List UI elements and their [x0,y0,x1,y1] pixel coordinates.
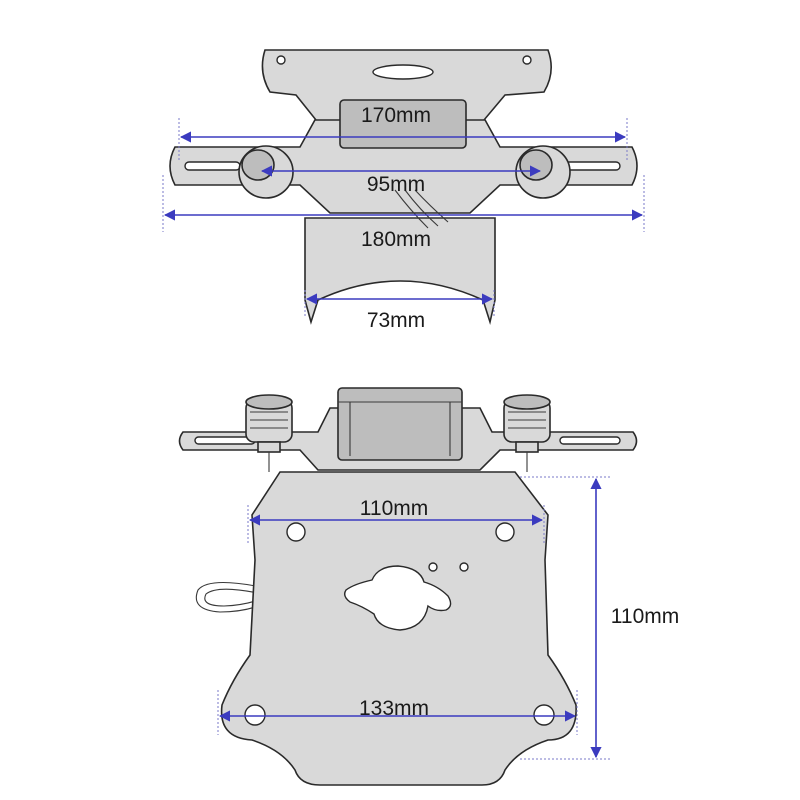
plate-hole-top-left [286,522,306,542]
arm-slot-right [559,436,621,445]
plate-hole-bottom-right [533,704,555,726]
top-view-knob-left [238,145,294,199]
light-housing-detail [338,401,462,456]
front-view-wire-loop [195,581,276,613]
top-view: 170mm 95mm 180mm 73mm [162,49,645,332]
dim-label-95: 95mm [367,173,425,196]
plate-center-cutout [343,565,452,631]
plate-small-hole [428,562,438,572]
dim-label-170: 170mm [361,104,431,127]
arm-slot-left [184,161,241,171]
flange-hole [522,55,532,65]
plate-small-hole [459,562,469,572]
front-view-light-housing [337,387,463,461]
top-view-top-flange [261,49,552,121]
dim-label-110-vertical: 110mm [611,605,679,628]
top-view-knob-right [515,145,571,199]
dim-label-73: 73mm [367,309,425,332]
plate-hole-bottom-left [244,704,266,726]
front-view: 110mm 110mm 133mm [178,387,679,786]
dim-label-180: 180mm [361,228,431,251]
arm-slot-right [564,161,621,171]
flange-center-slot [372,64,434,80]
dim-label-133: 133mm [359,697,429,720]
arm-slot-left [194,436,256,445]
front-view-knob-right [503,394,551,472]
dim-label-110-horizontal: 110mm [360,497,428,520]
front-view-knob-left [245,394,293,472]
flange-hole [276,55,286,65]
plate-hole-top-right [495,522,515,542]
